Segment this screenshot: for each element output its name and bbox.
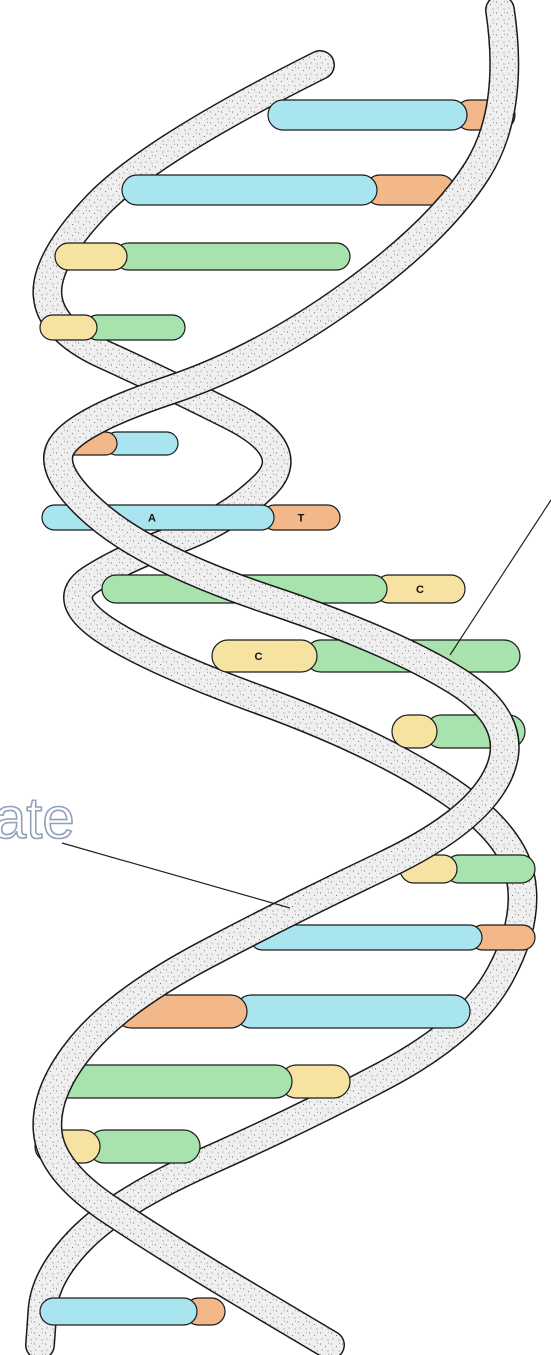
base-pair [40,315,185,340]
base-left [268,100,467,130]
base-left [40,315,97,340]
base-pair [115,995,470,1028]
base-right [235,995,470,1028]
base-pair [268,100,515,130]
base-pair [55,243,350,270]
base-label-left: A [148,513,156,525]
base-left [392,715,437,748]
base-right [88,1130,200,1163]
base-left [55,243,127,270]
base-pair [40,1298,225,1325]
base-left [40,1298,197,1325]
base-right [115,243,350,270]
base-pair [250,925,535,950]
base-right [85,315,185,340]
base-left [212,640,317,672]
base-right [445,855,535,883]
base-left [122,175,377,205]
base-pair [45,1065,350,1098]
base-label-right: C [416,584,424,596]
pointer-line-backbone [62,843,290,908]
cutoff-label: ate [0,786,75,851]
pointer-line-base [450,500,551,655]
base-label-right: T [298,513,305,525]
base-label-left: C [255,651,263,663]
base-pair [122,175,455,205]
